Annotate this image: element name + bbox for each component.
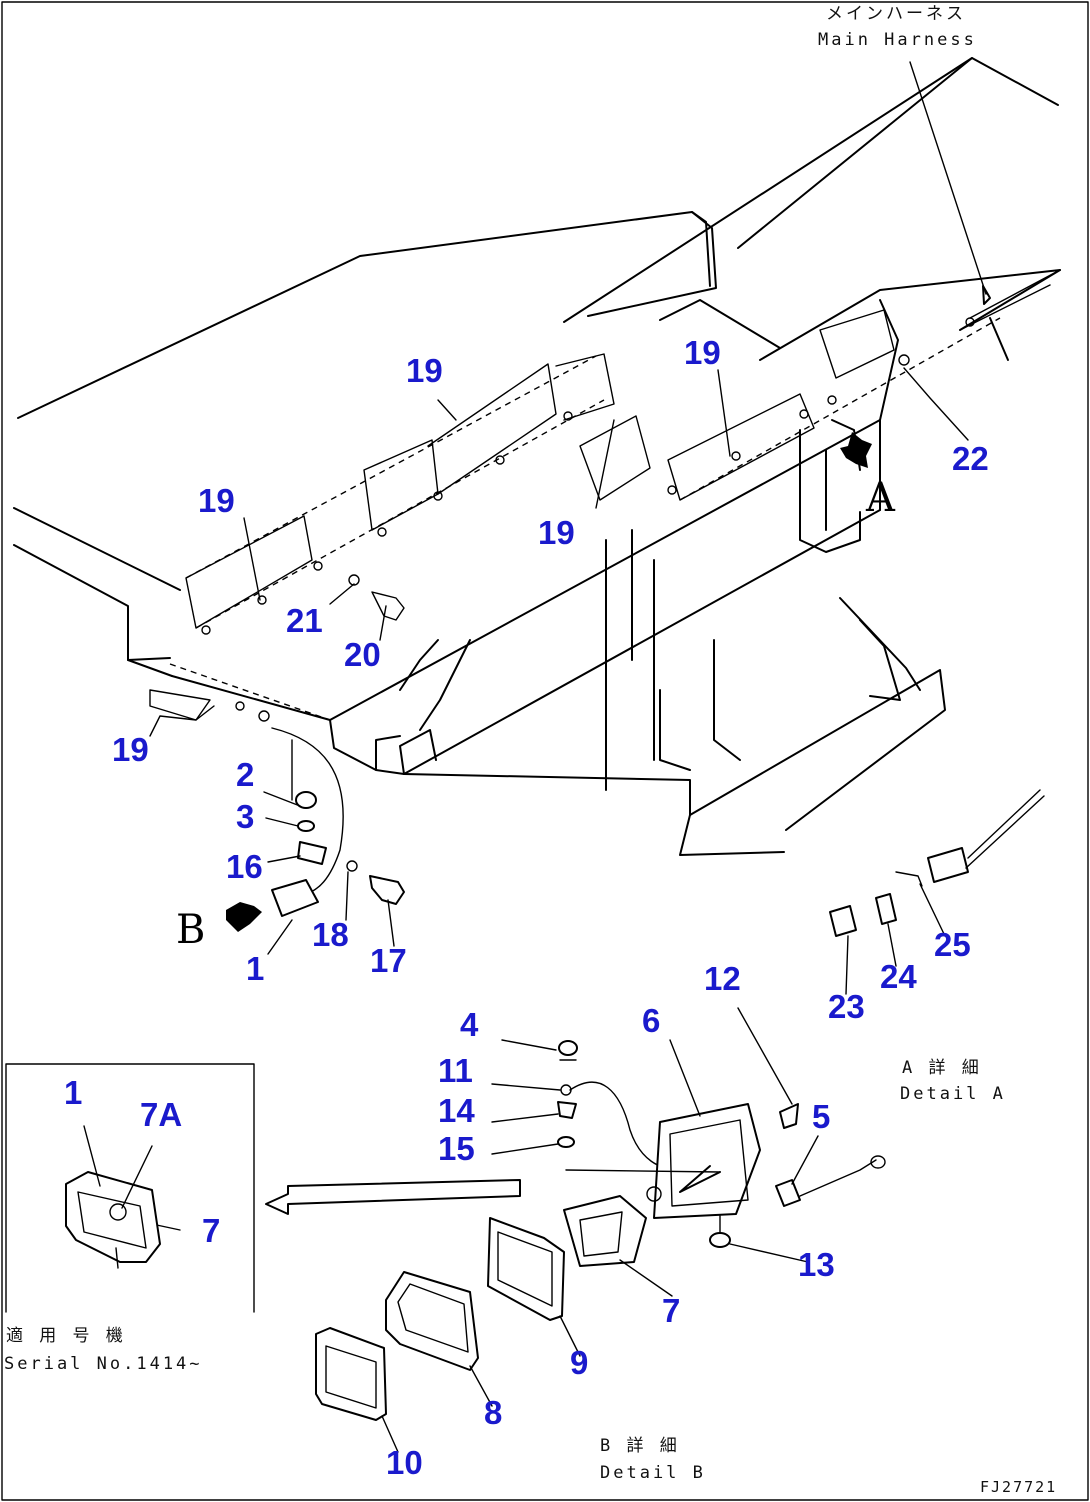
- callout-20: 20: [344, 636, 381, 673]
- callout-17: 17: [370, 942, 407, 979]
- callout-19-right: 19: [684, 334, 721, 371]
- drawing-code: FJ27721: [980, 1478, 1058, 1496]
- inset-box: [5, 1063, 255, 1313]
- callout-18: 18: [312, 916, 349, 953]
- callout-9: 9: [570, 1344, 589, 1381]
- leader-lines: [149, 367, 969, 1453]
- view-label-a: A: [866, 475, 895, 521]
- view-arrows: [226, 432, 872, 932]
- detail-a-en: Detail A: [900, 1084, 1006, 1104]
- callout-6: 6: [642, 1002, 661, 1039]
- bolt-21-20: [348, 574, 405, 621]
- callout-19-middle: 19: [538, 514, 575, 551]
- inset-callout-7: 7: [202, 1212, 221, 1249]
- callout-2: 2: [236, 756, 255, 793]
- callout-11: 11: [438, 1052, 473, 1089]
- lamp-bracket-assembly: [271, 727, 405, 917]
- serial-en: Serial No.1414~: [4, 1354, 203, 1374]
- callout-21: 21: [286, 602, 323, 639]
- detail-b-parts: [315, 1040, 886, 1421]
- callout-1: 1: [246, 950, 265, 987]
- view-label-b: B: [176, 907, 206, 953]
- callout-4: 4: [460, 1006, 479, 1043]
- guard-panels: [149, 309, 1001, 721]
- detail-a-parts: [829, 789, 1045, 937]
- assembly-arrow: [265, 1179, 521, 1215]
- callout-13: 13: [798, 1246, 835, 1283]
- main-harness-en: Main Harness: [818, 30, 977, 50]
- callout-3: 3: [236, 798, 255, 835]
- callout-23: 23: [828, 988, 865, 1025]
- inset-callout-1: 1: [64, 1074, 83, 1111]
- serial-jp: 適 用 号 機: [6, 1326, 126, 1346]
- callout-24: 24: [880, 958, 917, 995]
- callout-22: 22: [952, 440, 989, 477]
- inset-callout-7a: 7A: [140, 1096, 183, 1133]
- callout-15: 15: [438, 1130, 475, 1167]
- callout-19-left: 19: [198, 482, 235, 519]
- callout-25: 25: [934, 926, 971, 963]
- detail-b-jp: B 詳 細: [600, 1436, 680, 1456]
- detail-a-jp: A 詳 細: [902, 1058, 982, 1078]
- callout-14: 14: [438, 1092, 475, 1129]
- frame-body: [13, 57, 1061, 856]
- callout-12: 12: [704, 960, 741, 997]
- callout-5: 5: [812, 1098, 831, 1135]
- detail-b-en: Detail B: [600, 1463, 706, 1483]
- callout-10: 10: [386, 1444, 423, 1481]
- callout-16: 16: [226, 848, 263, 885]
- callout-19-top: 19: [406, 352, 443, 389]
- callout-19-bottom: 19: [112, 731, 149, 768]
- frame-bolts: [201, 317, 975, 722]
- harness-lines: [909, 61, 1061, 331]
- callout-8: 8: [484, 1394, 503, 1431]
- main-harness-jp: メインハーネス: [826, 4, 966, 24]
- callout-7: 7: [662, 1292, 681, 1329]
